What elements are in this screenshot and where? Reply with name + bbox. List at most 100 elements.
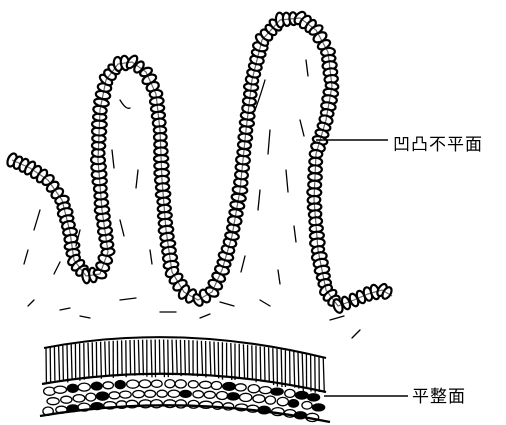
stroma-stroke xyxy=(112,150,114,168)
base-cell xyxy=(288,400,298,408)
base-cell xyxy=(240,393,252,401)
stroma-stroke xyxy=(80,316,90,318)
base-cell xyxy=(73,395,85,402)
base-cell xyxy=(302,402,312,410)
base-cell xyxy=(271,388,283,395)
columnar-cell xyxy=(269,348,270,382)
stroma-stroke xyxy=(268,130,270,154)
base-cell xyxy=(248,385,259,393)
base-cell xyxy=(308,394,320,401)
uneven-surface-label: 凹凸不平面 xyxy=(393,135,483,155)
columnar-cell xyxy=(231,343,232,380)
columnar-cell xyxy=(159,340,160,375)
columnar-cell xyxy=(164,340,165,378)
base-cell xyxy=(312,404,324,411)
columnar-cell xyxy=(185,340,186,375)
stroma-stroke xyxy=(34,210,40,230)
base-cell xyxy=(133,391,145,398)
base-cell xyxy=(168,390,180,397)
base-cell xyxy=(54,386,67,393)
columnar-cell xyxy=(143,340,144,376)
base-cell xyxy=(103,382,113,389)
stroma-stroke xyxy=(220,302,234,306)
columnar-cell xyxy=(130,340,131,374)
columnar-cell xyxy=(281,350,282,388)
columnar-cell xyxy=(243,344,244,379)
columnar-cell xyxy=(101,342,102,379)
columnar-cell xyxy=(323,357,324,392)
columnar-cell xyxy=(273,348,274,385)
base-cell xyxy=(109,392,120,399)
base-cell xyxy=(180,390,191,397)
base-cell xyxy=(78,383,90,391)
base-cell xyxy=(265,396,275,404)
stroma-stroke xyxy=(330,316,344,320)
base-cell xyxy=(193,391,204,398)
columnar-cell xyxy=(134,340,135,376)
base-cell xyxy=(91,382,102,390)
columnar-cell xyxy=(252,345,253,380)
base-cell xyxy=(175,380,186,388)
columnar-cell xyxy=(214,342,215,377)
stroma-stroke xyxy=(120,220,124,236)
columnar-cell xyxy=(54,347,55,381)
columnar-cell xyxy=(294,352,295,388)
flat-surface-label: 平整面 xyxy=(412,387,466,407)
stroma-stroke xyxy=(258,190,260,210)
base-cell xyxy=(67,384,78,392)
stroma-stroke xyxy=(200,314,210,318)
columnar-cell xyxy=(151,340,152,378)
base-cell xyxy=(227,393,239,400)
columnar-cell xyxy=(176,340,177,375)
base-cell xyxy=(217,392,228,400)
base-cell xyxy=(277,397,288,405)
base-cell xyxy=(295,392,308,400)
columnar-cell xyxy=(138,340,139,374)
columnar-cell xyxy=(67,345,68,383)
folded-epithelium xyxy=(6,10,394,314)
columnar-cell xyxy=(109,341,110,375)
base-cell xyxy=(157,390,167,397)
base-cell xyxy=(204,391,215,398)
columnar-cell xyxy=(122,340,123,374)
stroma-stroke xyxy=(352,330,360,338)
stroma-stroke xyxy=(278,270,280,284)
stroma-stroke xyxy=(150,250,152,264)
stroma-stroke xyxy=(120,298,136,300)
columnar-cell xyxy=(88,343,89,379)
stroma-stroke xyxy=(136,170,138,188)
columnar-cell xyxy=(260,346,261,381)
stroma-stroke xyxy=(24,250,28,264)
stroma-stroke xyxy=(260,300,270,306)
stroma-stroke xyxy=(120,100,130,108)
columnar-cell xyxy=(189,340,190,374)
base-cell xyxy=(165,380,175,388)
base-cell xyxy=(139,380,151,388)
columnar-cell xyxy=(298,352,299,388)
columnar-cell xyxy=(180,340,181,376)
base-cell xyxy=(96,392,108,400)
columnar-cell xyxy=(105,341,106,376)
stroma-stroke xyxy=(306,60,308,76)
columnar-cell xyxy=(168,340,169,378)
base-cell xyxy=(115,381,125,389)
base-cell xyxy=(47,398,59,405)
base-cell xyxy=(253,395,265,403)
stroma-stroke xyxy=(294,226,296,242)
base-cell xyxy=(61,396,72,403)
stroma-stroke xyxy=(60,308,70,310)
base-cell xyxy=(285,389,295,397)
columnar-cell xyxy=(218,342,219,379)
columnar-cell xyxy=(59,346,60,381)
base-cell xyxy=(145,390,156,397)
base-cell xyxy=(120,391,132,398)
base-cell xyxy=(200,381,212,388)
base-cell xyxy=(175,400,186,408)
base-cell xyxy=(151,380,162,387)
columnar-cell xyxy=(302,353,303,391)
columnar-cell xyxy=(92,342,93,377)
stroma-stroke xyxy=(241,256,245,272)
base-cell xyxy=(86,393,96,401)
base-cell xyxy=(188,381,198,388)
